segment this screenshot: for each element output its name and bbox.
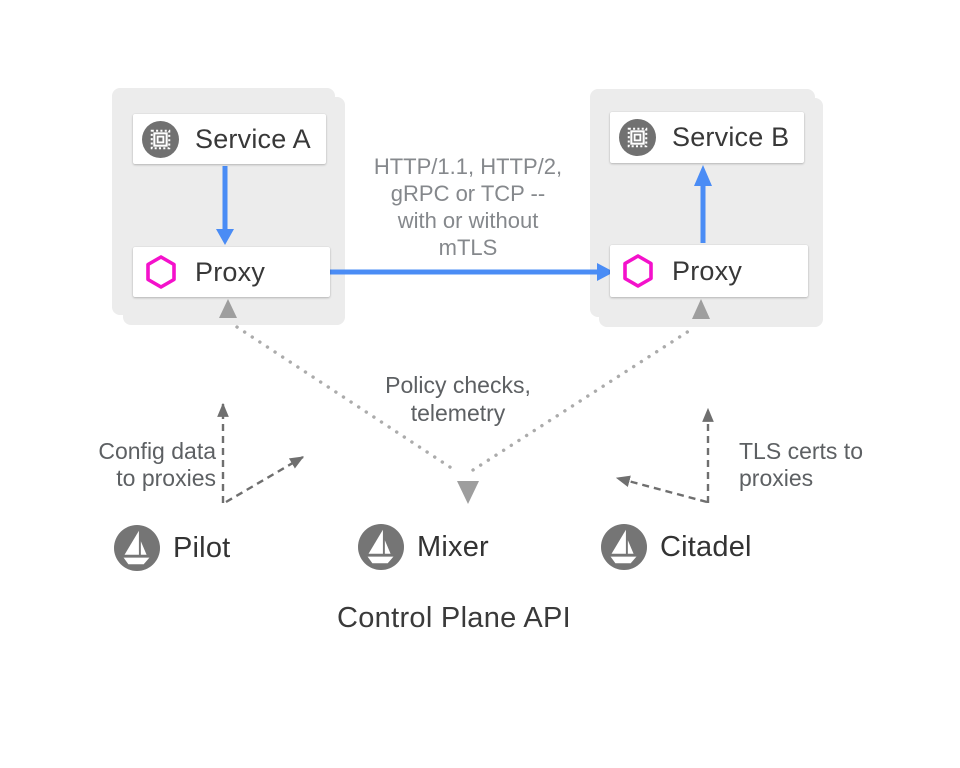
- traffic-protocols-label: HTTP/1.1, HTTP/2, gRPC or TCP -- with or…: [373, 154, 563, 260]
- component-pilot: Pilot: [114, 525, 230, 571]
- istio-sail-icon: [358, 524, 404, 570]
- cpu-chip-icon: [142, 120, 179, 158]
- component-mixer: Mixer: [358, 524, 489, 570]
- control-plane-api-label: Control Plane API: [336, 602, 571, 634]
- policy-checks-label: Policy checks, telemetry: [385, 372, 531, 426]
- proxy-right-label: Proxy: [672, 255, 743, 286]
- envoy-hexagon-icon: [623, 254, 653, 288]
- cpu-chip-icon: [619, 119, 656, 156]
- pilot-label: Pilot: [173, 531, 231, 564]
- node-service-a: Service A: [133, 114, 326, 164]
- citadel-label: Citadel: [660, 530, 752, 563]
- config-data-label: Config data to proxies: [98, 438, 216, 491]
- service-a-label: Service A: [195, 123, 311, 154]
- proxy-left-label: Proxy: [195, 256, 266, 287]
- service-b-label: Service B: [672, 122, 790, 152]
- envoy-hexagon-icon: [146, 255, 176, 289]
- arrowhead-down-mixer: [457, 481, 479, 504]
- dashed-citadel-left-arrow: [615, 475, 708, 504]
- dashed-pilot-diagonal-arrow: [225, 455, 305, 504]
- node-proxy-left: Proxy: [133, 247, 330, 297]
- istio-sail-icon: [114, 525, 160, 571]
- node-proxy-right: Proxy: [610, 245, 808, 297]
- component-citadel: Citadel: [601, 524, 752, 570]
- mixer-label: Mixer: [417, 530, 489, 563]
- node-service-b: Service B: [610, 112, 804, 163]
- istio-sail-icon: [601, 524, 647, 570]
- tls-certs-label: TLS certs to proxies: [739, 438, 863, 491]
